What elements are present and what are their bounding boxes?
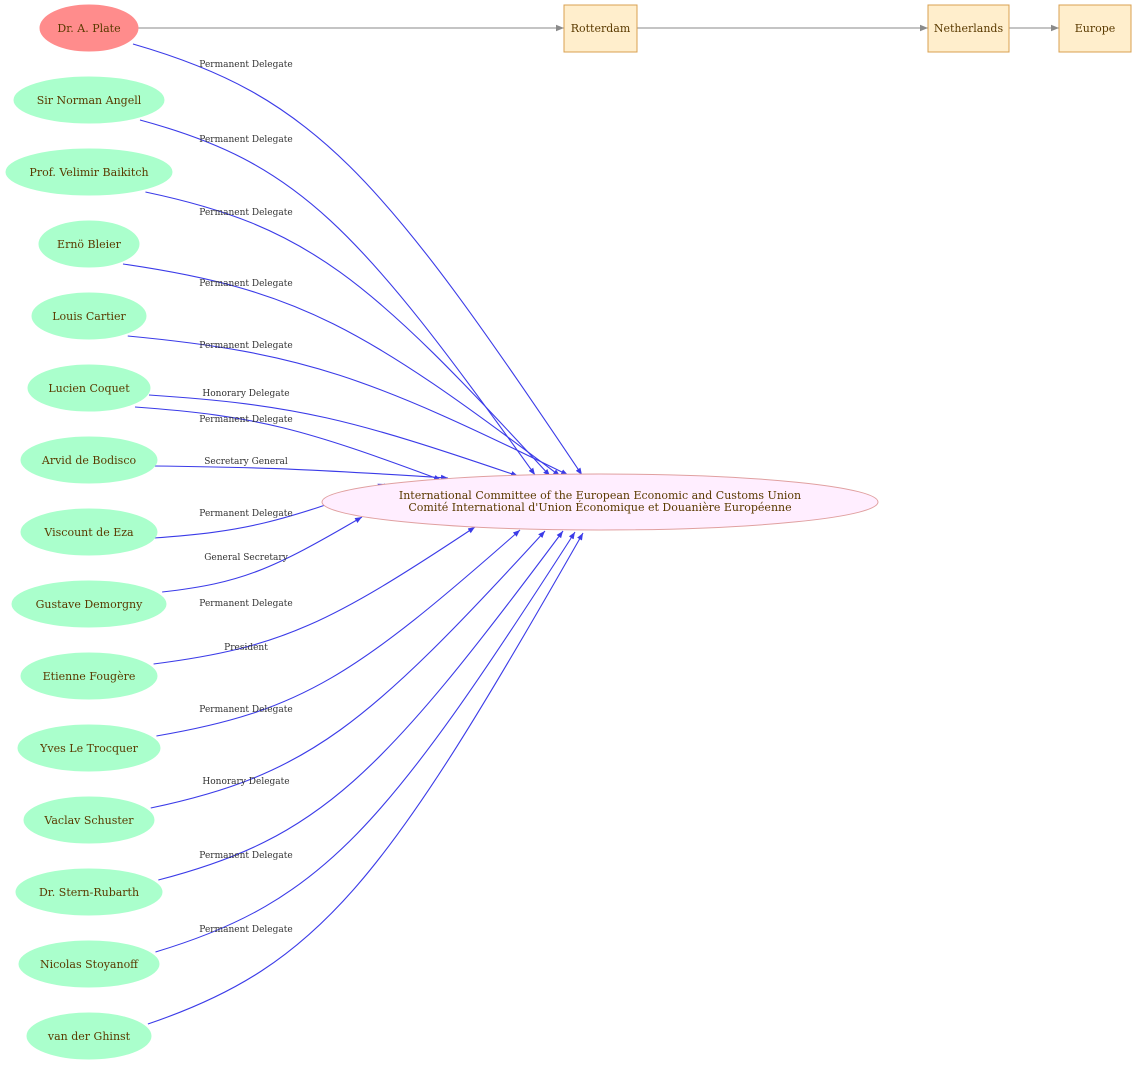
relation-label: Permanent Delegate bbox=[199, 925, 292, 935]
location-label: Netherlands bbox=[934, 22, 1004, 35]
person-node[interactable]: Arvid de Bodisco bbox=[20, 436, 158, 484]
person-node-shape bbox=[20, 508, 158, 556]
person-name: Yves Le Trocquer bbox=[39, 742, 138, 755]
relation-label: Permanent Delegate bbox=[199, 208, 292, 218]
person-node[interactable]: Lucien Coquet bbox=[27, 364, 151, 412]
person-node[interactable]: Gustave Demorgny bbox=[11, 580, 167, 628]
relation-edge bbox=[153, 465, 449, 481]
person-name: van der Ghinst bbox=[47, 1030, 131, 1043]
organization-name-fr: Comité International d'Union Économique … bbox=[408, 500, 791, 514]
person-node-shape bbox=[18, 940, 160, 988]
relation-label: Secretary General bbox=[204, 457, 288, 467]
relation-edge bbox=[145, 191, 551, 477]
relation-label: Permanent Delegate bbox=[199, 341, 292, 351]
person-node-shape bbox=[26, 1012, 152, 1060]
relation-label: Honorary Delegate bbox=[202, 777, 289, 787]
relation-edge bbox=[139, 119, 536, 476]
edges-layer bbox=[122, 43, 584, 1025]
person-node[interactable]: Ernö Bleier bbox=[38, 220, 140, 268]
person-node[interactable]: Yves Le Trocquer bbox=[17, 724, 161, 772]
location-nodes: Rotterdam Netherlands Europe bbox=[563, 4, 1132, 53]
person-node[interactable]: Dr. Stern-Rubarth bbox=[15, 868, 163, 916]
relation-edge bbox=[150, 530, 546, 809]
person-name: Lucien Coquet bbox=[48, 382, 130, 395]
relation-label: Permanent Delegate bbox=[199, 705, 292, 715]
person-node[interactable]: Viscount de Eza bbox=[20, 508, 158, 556]
person-node-shape bbox=[27, 364, 151, 412]
person-name: Dr. Stern-Rubarth bbox=[39, 886, 139, 899]
person-node-shape bbox=[20, 436, 158, 484]
person-node-shape bbox=[15, 868, 163, 916]
focus-person-name: Dr. A. Plate bbox=[57, 22, 120, 35]
relation-label: Permanent Delegate bbox=[199, 509, 292, 519]
location-node-netherlands[interactable]: Netherlands bbox=[927, 4, 1010, 53]
person-node-shape bbox=[5, 148, 173, 196]
person-node[interactable]: Prof. Velimir Baikitch bbox=[5, 148, 173, 196]
focus-person-node[interactable]: Dr. A. Plate bbox=[39, 4, 139, 52]
person-name: Louis Cartier bbox=[52, 310, 126, 323]
relation-edge bbox=[155, 531, 576, 953]
person-name: Viscount de Eza bbox=[43, 526, 134, 539]
location-node-europe[interactable]: Europe bbox=[1058, 4, 1132, 53]
person-node[interactable]: Vaclav Schuster bbox=[23, 796, 155, 844]
person-node[interactable]: Sir Norman Angell bbox=[13, 76, 165, 124]
relation-edge bbox=[147, 532, 584, 1025]
person-node[interactable]: Etienne Fougère bbox=[20, 652, 158, 700]
person-node-shape bbox=[23, 796, 155, 844]
person-name: Etienne Fougère bbox=[43, 670, 136, 683]
person-name: Ernö Bleier bbox=[57, 238, 122, 251]
relation-label: General Secretary bbox=[204, 553, 288, 563]
person-name: Nicolas Stoyanoff bbox=[40, 958, 139, 971]
relation-edge bbox=[134, 406, 442, 481]
organization-node[interactable]: International Committee of the European … bbox=[321, 473, 879, 531]
location-label: Europe bbox=[1075, 22, 1116, 35]
relation-label: Permanent Delegate bbox=[199, 279, 292, 289]
relation-label: President bbox=[224, 643, 268, 653]
relation-edge bbox=[153, 526, 476, 665]
location-node-rotterdam[interactable]: Rotterdam bbox=[563, 4, 638, 53]
location-label: Rotterdam bbox=[571, 22, 631, 35]
person-node-shape bbox=[11, 580, 167, 628]
relation-edge bbox=[122, 263, 561, 477]
relation-edge bbox=[148, 394, 519, 477]
person-node[interactable]: Nicolas Stoyanoff bbox=[18, 940, 160, 988]
person-node-shape bbox=[38, 220, 140, 268]
relation-edge-plate bbox=[132, 43, 583, 476]
person-node[interactable]: Louis Cartier bbox=[31, 292, 147, 340]
person-name: Arvid de Bodisco bbox=[41, 454, 137, 467]
person-name: Sir Norman Angell bbox=[37, 94, 142, 107]
person-name: Vaclav Schuster bbox=[43, 814, 134, 827]
person-node-shape bbox=[17, 724, 161, 772]
relation-label: Permanent Delegate bbox=[199, 599, 292, 609]
person-name: Gustave Demorgny bbox=[36, 598, 143, 611]
relation-edge bbox=[158, 530, 564, 881]
relation-label: Permanent Delegate bbox=[199, 135, 292, 145]
person-node-shape bbox=[20, 652, 158, 700]
person-node-shape bbox=[31, 292, 147, 340]
relation-edge bbox=[162, 516, 363, 593]
organization-name-en: International Committee of the European … bbox=[399, 489, 801, 502]
relation-label: Permanent Delegate bbox=[199, 415, 292, 425]
person-node[interactable]: van der Ghinst bbox=[26, 1012, 152, 1060]
relation-label: Permanent Delegate bbox=[199, 851, 292, 861]
relation-edge bbox=[127, 335, 569, 476]
person-name: Prof. Velimir Baikitch bbox=[29, 166, 148, 179]
relation-edge bbox=[156, 529, 521, 737]
person-node-shape bbox=[13, 76, 165, 124]
relation-label-plate: Permanent Delegate bbox=[199, 60, 292, 70]
relation-label: Honorary Delegate bbox=[202, 389, 289, 399]
